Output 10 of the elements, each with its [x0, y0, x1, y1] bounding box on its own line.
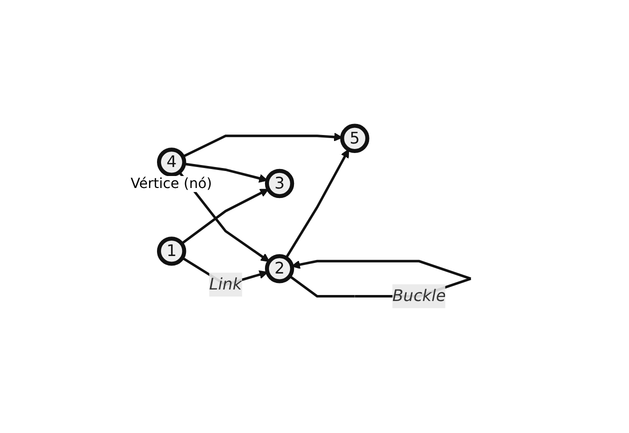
node-circle: 5 [340, 123, 369, 152]
node-circle: 4 [156, 147, 186, 176]
arrow [180, 188, 268, 244]
arrow [183, 162, 268, 182]
node-circle: 2 [264, 254, 294, 283]
node-caption: Vértice (nó) [130, 176, 212, 192]
edge-label: Buckle [392, 286, 446, 305]
node-circle: 1 [156, 236, 186, 266]
node-circle: 3 [264, 168, 294, 198]
arrow [284, 148, 349, 258]
